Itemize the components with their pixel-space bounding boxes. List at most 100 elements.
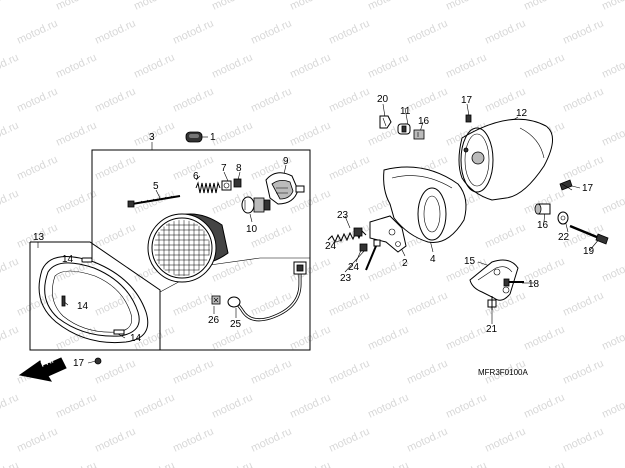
group-box-3 xyxy=(91,149,311,351)
part-22-washer xyxy=(557,211,569,225)
watermark-text: motod.ru xyxy=(600,51,625,80)
part-19-bolt xyxy=(569,224,609,245)
part-16-collar-top xyxy=(413,129,425,140)
watermark-text: motod.ru xyxy=(15,289,59,318)
direction-label: FR. xyxy=(39,356,54,369)
watermark-text: motod.ru xyxy=(405,17,449,46)
part-8-nut xyxy=(233,178,242,188)
watermark-text: motod.ru xyxy=(366,0,410,13)
watermark-text: motod.ru xyxy=(561,17,605,46)
watermark-text: motod.ru xyxy=(93,425,137,454)
callout-3: 3 xyxy=(149,132,155,143)
callout-23a: 23 xyxy=(337,210,349,221)
callout-22: 22 xyxy=(558,232,570,243)
watermark-text: motod.ru xyxy=(249,357,293,386)
watermark-text: motod.ru xyxy=(0,51,21,80)
watermark-text: motod.ru xyxy=(93,85,137,114)
watermark-text: motod.ru xyxy=(54,119,98,148)
watermark-text: motod.ru xyxy=(327,17,371,46)
callout-2: 2 xyxy=(402,258,408,269)
callout-25: 25 xyxy=(230,319,242,330)
part-10-bulb xyxy=(241,196,271,214)
callout-17c: 17 xyxy=(73,358,85,369)
watermark-text: motod.ru xyxy=(0,187,21,216)
watermark-text: motod.ru xyxy=(249,17,293,46)
watermark-text: motod.ru xyxy=(93,153,137,182)
watermark-text: motod.ru xyxy=(288,391,332,420)
callout-17a: 17 xyxy=(461,95,473,106)
part-24-nut-upper xyxy=(353,227,363,237)
wiring-harness xyxy=(211,261,307,322)
watermark-text: motod.ru xyxy=(600,323,625,352)
watermark-text: motod.ru xyxy=(15,153,59,182)
part-12-case xyxy=(458,114,553,201)
watermark-text: motod.ru xyxy=(600,0,625,13)
watermark-text: motod.ru xyxy=(54,0,98,13)
watermark-text: motod.ru xyxy=(522,51,566,80)
watermark-text: motod.ru xyxy=(600,119,625,148)
callout-16a: 16 xyxy=(418,116,430,127)
watermark-text: motod.ru xyxy=(483,17,527,46)
callout-24a: 24 xyxy=(325,241,337,252)
watermark-text: motod.ru xyxy=(288,459,332,468)
headlight-lens xyxy=(154,220,210,276)
callout-16b: 16 xyxy=(537,220,549,231)
watermark-text: motod.ru xyxy=(522,391,566,420)
watermark-text: motod.ru xyxy=(600,255,625,284)
watermark-text: motod.ru xyxy=(366,51,410,80)
diagram-code: MFR3F0100A xyxy=(478,368,528,377)
watermark-text: motod.ru xyxy=(444,459,488,468)
watermark-text: motod.ru xyxy=(210,391,254,420)
part-18-bolt xyxy=(503,278,524,287)
watermark-text: motod.ru xyxy=(132,459,176,468)
watermark-text: motod.ru xyxy=(54,391,98,420)
group-box-13 xyxy=(29,241,161,351)
headlight-unit xyxy=(147,213,229,283)
callout-24b: 24 xyxy=(348,262,360,273)
watermark-text: motod.ru xyxy=(0,323,21,352)
watermark-text: motod.ru xyxy=(522,459,566,468)
watermark-text: motod.ru xyxy=(288,119,332,148)
watermark-text: motod.ru xyxy=(483,425,527,454)
part-6-spring xyxy=(195,181,221,194)
part-17-bolt-rim xyxy=(94,357,102,365)
watermark-text: motod.ru xyxy=(561,85,605,114)
watermark-text: motod.ru xyxy=(54,459,98,468)
callout-26: 26 xyxy=(208,315,220,326)
callout-14b: 14 xyxy=(77,301,89,312)
callout-11: 11 xyxy=(400,106,411,117)
watermark-text: motod.ru xyxy=(561,289,605,318)
part-5-screw xyxy=(127,195,181,208)
watermark-text: motod.ru xyxy=(15,17,59,46)
watermark-text: motod.ru xyxy=(249,425,293,454)
part-23-spring-upper xyxy=(327,230,367,244)
callout-labels: 1 2 3 4 5 6 7 8 9 10 11 12 13 14 14 14 1… xyxy=(33,94,595,369)
part-4-backplate xyxy=(383,166,467,244)
callout-1: 1 xyxy=(210,132,216,143)
watermark-text: motod.ru xyxy=(15,85,59,114)
callout-17b: 17 xyxy=(582,183,594,194)
watermark-text: motod.ru xyxy=(600,187,625,216)
callout-14a: 14 xyxy=(62,254,74,265)
watermark-text: motod.ru xyxy=(327,289,371,318)
watermark-text: motod.ru xyxy=(171,425,215,454)
watermark-text: motod.ru xyxy=(15,425,59,454)
part-15-bracket xyxy=(469,259,519,301)
part-11-grommet xyxy=(397,123,411,135)
part-24-nut-lower xyxy=(359,243,368,252)
callout-9: 9 xyxy=(283,156,289,167)
part-13-rim xyxy=(38,256,149,344)
callout-15: 15 xyxy=(464,256,476,267)
watermark-text: motod.ru xyxy=(366,459,410,468)
callout-4: 4 xyxy=(430,254,436,265)
watermark-text: motod.ru xyxy=(405,357,449,386)
callout-23b: 23 xyxy=(340,273,352,284)
watermark-text: motod.ru xyxy=(171,357,215,386)
watermark-text: motod.ru xyxy=(54,323,98,352)
watermark-text: motod.ru xyxy=(210,459,254,468)
watermark-text: motod.ru xyxy=(210,51,254,80)
watermark-text: motod.ru xyxy=(132,0,176,13)
callout-7: 7 xyxy=(221,163,227,174)
